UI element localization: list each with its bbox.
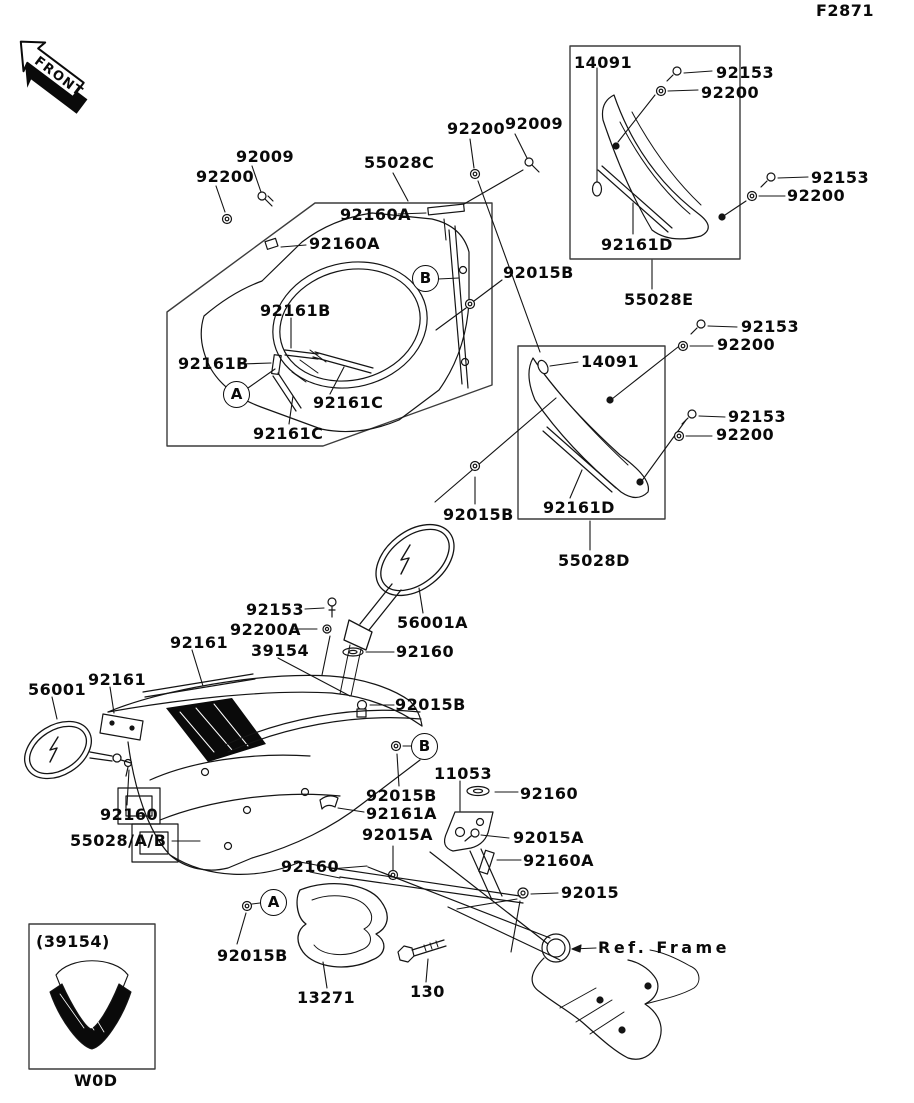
cowl-55028E [591, 94, 726, 240]
tube-13271 [296, 883, 388, 968]
nut-icon [221, 213, 233, 225]
group-box-55028E [569, 45, 741, 260]
bolt-130 [397, 939, 447, 963]
screw-icon [666, 66, 682, 82]
bolt-icon [524, 157, 540, 173]
front-arrow: FRONT [19, 40, 88, 114]
ref-frame [531, 933, 700, 1060]
leader-lines [51, 67, 809, 989]
nut-icon [469, 460, 481, 472]
bolt-icon [464, 828, 480, 842]
inset-windshield [49, 960, 132, 1050]
nut-icon [655, 85, 667, 97]
group-box-55028C [166, 202, 493, 447]
mirror-56001A [339, 523, 455, 697]
nut-icon [677, 340, 689, 352]
screw-icon [760, 172, 776, 188]
cowl-55028D [528, 357, 650, 499]
nut-icon [517, 887, 529, 899]
stay-11053 [331, 811, 561, 961]
nut-icon [673, 430, 685, 442]
nut-icon [746, 190, 758, 202]
nut-icon [464, 298, 476, 310]
screw-icon [327, 597, 337, 618]
screw-icon [690, 319, 706, 335]
nut-icon [322, 624, 332, 634]
nut-icon [469, 168, 481, 180]
bolt-icon [257, 191, 274, 207]
group-box-55028D [517, 345, 666, 520]
nut-icon [241, 900, 253, 912]
upper-fairing-55028C [200, 203, 470, 433]
bracket-92161A [319, 795, 339, 810]
washer-icon [466, 785, 490, 797]
lower-cowling-55028AB [117, 709, 422, 879]
mirror-56001 [24, 720, 132, 780]
nut-icon [390, 740, 402, 752]
inset-box-39154 [28, 923, 156, 1070]
bolt-icon [356, 699, 368, 718]
screw-icon [681, 409, 697, 425]
